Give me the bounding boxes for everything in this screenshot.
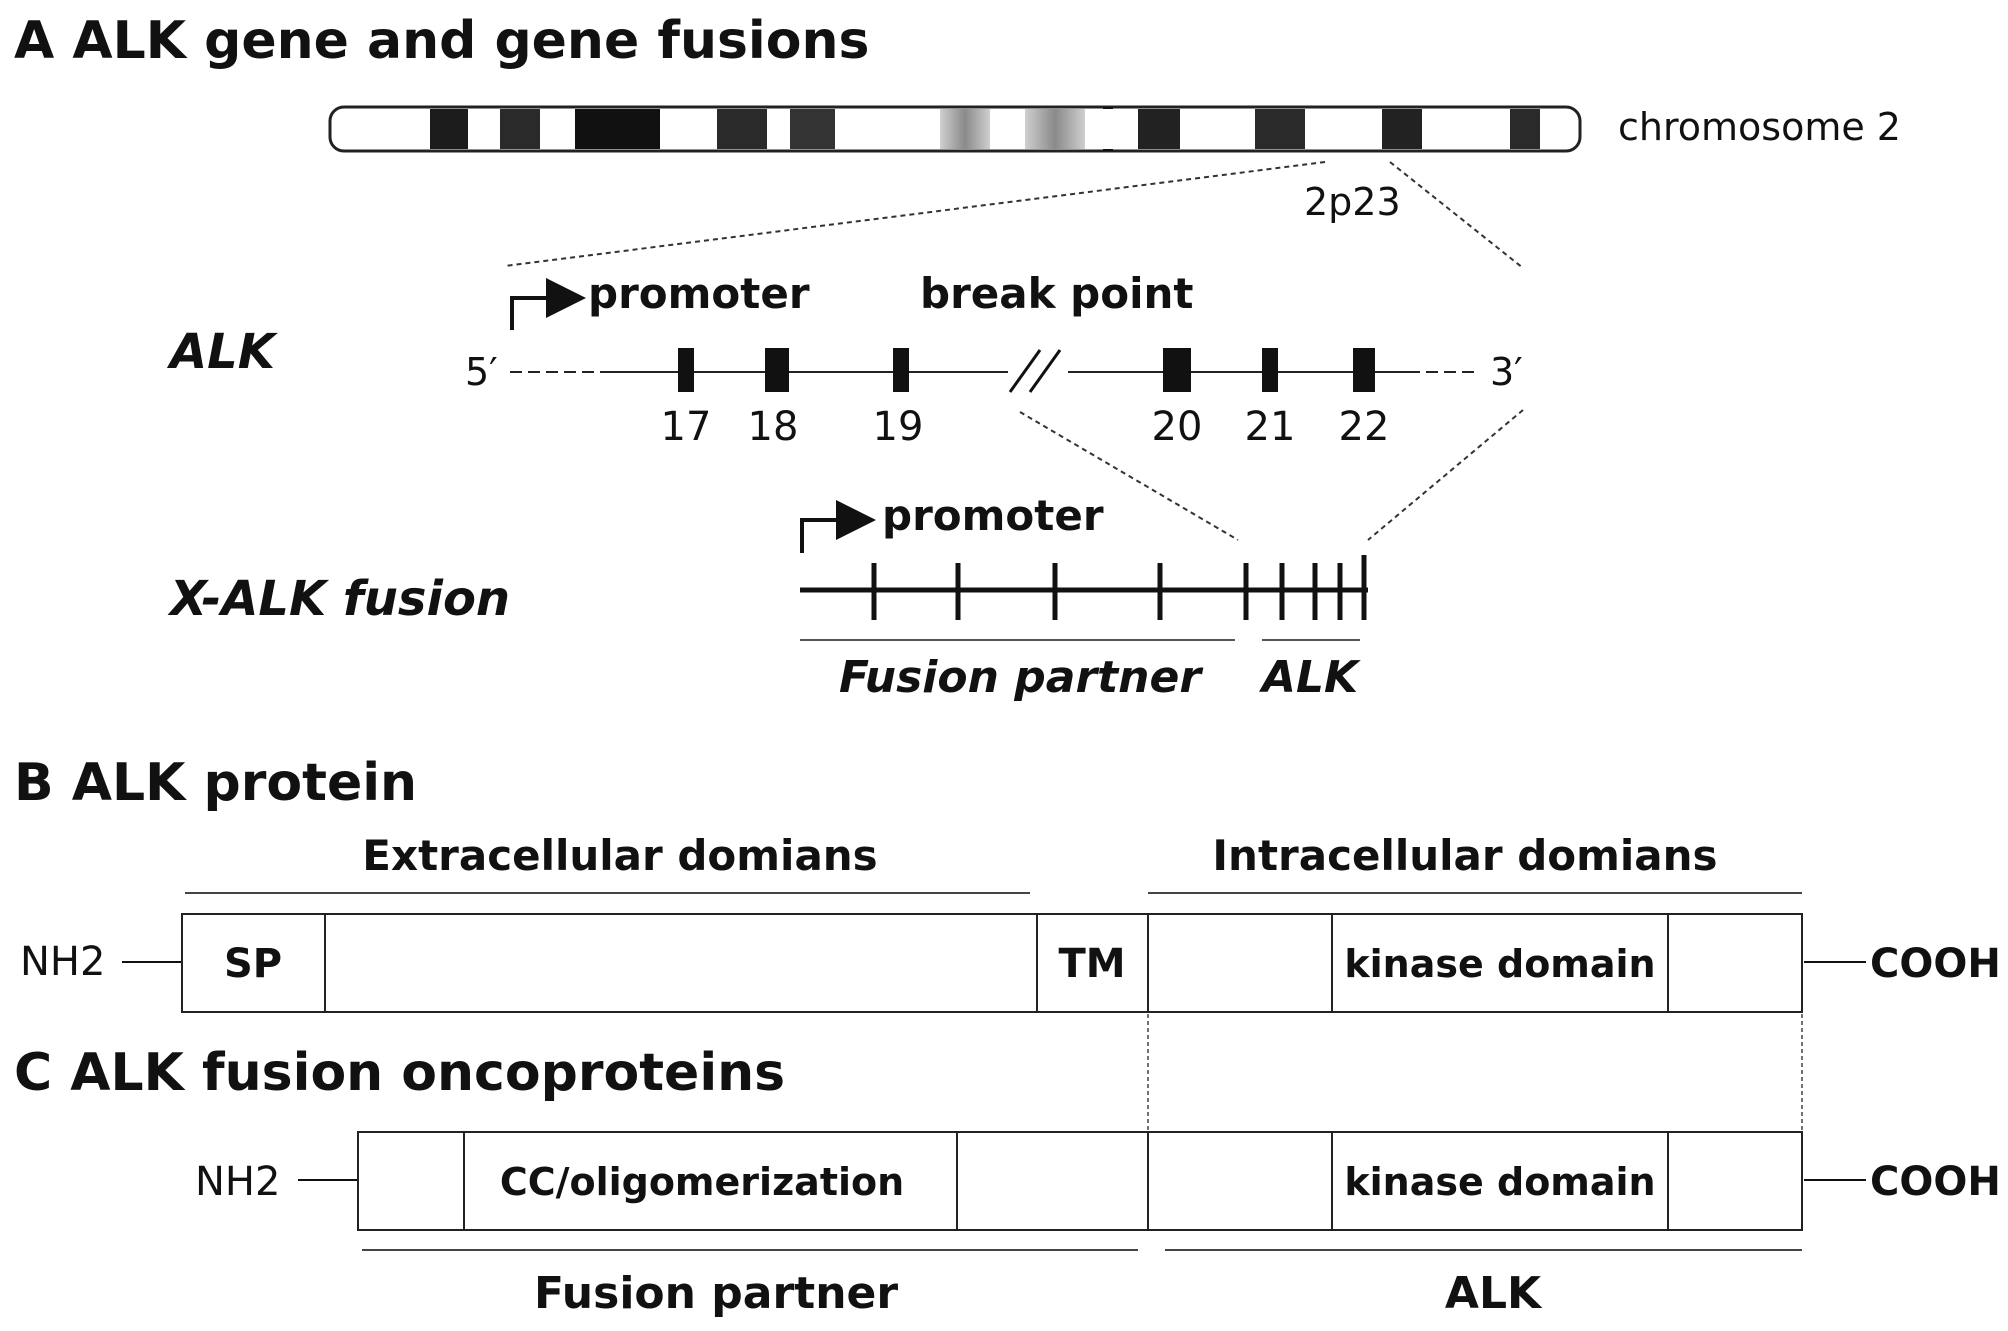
c-cooh-label: COOH <box>1870 1159 2001 1205</box>
c-alk-label: ALK <box>1445 1268 1543 1319</box>
alk-protein-bar <box>181 913 1803 1013</box>
exon-label: 18 <box>748 404 799 450</box>
exon-label: 17 <box>661 404 712 450</box>
chromosome-label: chromosome 2 <box>1618 105 1901 149</box>
panel-b-heading: B ALK protein <box>14 753 417 813</box>
exon-21-box <box>1262 348 1278 392</box>
cc-domain-label: CC/oligomerization <box>500 1160 904 1204</box>
promoter-label: promoter <box>588 269 810 318</box>
fusion-alk-label: ALK <box>1259 652 1361 703</box>
panel-c-heading: C ALK fusion oncoproteins <box>14 1043 785 1103</box>
exon-17-box <box>678 348 694 392</box>
exon-label: 21 <box>1245 404 1296 450</box>
exon-boxes <box>678 348 1375 392</box>
fusion-partner-label: Fusion partner <box>839 652 1203 703</box>
exon-label: 22 <box>1339 404 1390 450</box>
panel-a-heading: A ALK gene and gene fusions <box>14 11 869 71</box>
exon-20-box <box>1163 348 1191 392</box>
zoom-line-left <box>504 161 1326 267</box>
alk-gene-label: ALK <box>166 324 279 380</box>
chromosome-2 <box>328 105 1582 153</box>
exon-22-box <box>1353 348 1375 392</box>
tm-domain-label: TM <box>1058 941 1125 987</box>
sp-domain-label: SP <box>224 941 282 987</box>
intracellular-label: Intracellular domians <box>1212 831 1717 880</box>
breakpoint-label: break point <box>920 269 1193 318</box>
break-symbol <box>1008 349 1062 393</box>
c-partner-label: Fusion partner <box>534 1268 898 1319</box>
b-cooh-label: COOH <box>1870 941 2001 987</box>
five-prime-label: 5′ <box>465 350 498 394</box>
fusion-protein-bar <box>357 1131 1803 1231</box>
exon-label: 20 <box>1152 404 1203 450</box>
fusion-gene-label: X-ALK fusion <box>167 571 510 627</box>
three-prime-label: 3′ <box>1490 350 1523 394</box>
fusion-zoom-line-left <box>1019 411 1239 541</box>
exon-18-box <box>765 348 789 392</box>
promoter-arrow <box>510 278 586 330</box>
fusion-promoter-arrow <box>800 500 876 553</box>
b-kinase-domain-label: kinase domain <box>1344 942 1655 986</box>
exon-label: 19 <box>873 404 924 450</box>
locus-label: 2p23 <box>1304 180 1401 224</box>
exon-19-box <box>893 348 909 392</box>
exon-labels: 17 18 19 20 21 22 <box>661 404 1390 450</box>
extracellular-label: Extracellular domians <box>362 831 877 880</box>
fusion-zoom-line-right <box>1367 409 1524 541</box>
b-nh2-label: NH2 <box>20 939 105 985</box>
zoom-line-right <box>1389 161 1524 269</box>
c-nh2-label: NH2 <box>195 1159 280 1205</box>
fusion-promoter-label: promoter <box>882 491 1104 540</box>
c-kinase-domain-label: kinase domain <box>1344 1160 1655 1204</box>
fusion-gene-line <box>800 555 1368 620</box>
